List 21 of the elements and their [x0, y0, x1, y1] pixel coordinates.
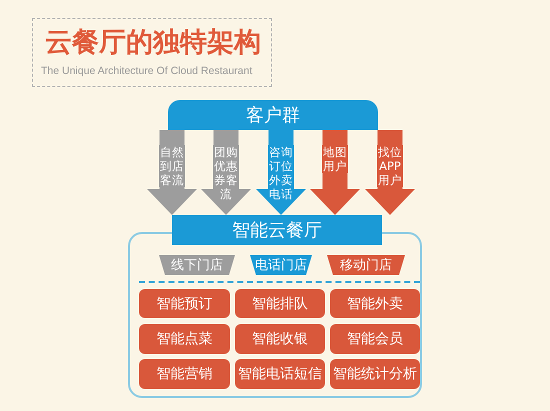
title: 云餐厅的独特架构	[45, 26, 261, 60]
edge-label: 咨询订位外卖电话	[268, 145, 294, 201]
store-tag: 电话门店	[250, 255, 312, 275]
heading-bar: 客户群	[168, 100, 378, 130]
function-box: 智能预订	[139, 289, 230, 318]
subtitle: The Unique Architecture Of Cloud Restaurant	[41, 64, 252, 78]
store-tag: 移动门店	[327, 255, 405, 275]
function-box: 智能点菜	[139, 324, 230, 354]
edge-label: 地图用户	[322, 145, 348, 173]
function-box: 智能电话短信	[235, 359, 325, 389]
function-box: 智能统计分析	[330, 359, 420, 389]
edge-label: 团购优惠券客流	[213, 145, 239, 201]
function-box: 智能会员	[330, 324, 420, 354]
store-tag: 线下门店	[159, 255, 235, 275]
edge-label: 找位APP用户	[377, 145, 403, 187]
heading-bar: 智能云餐厅	[172, 215, 382, 245]
function-box: 智能收银	[235, 324, 325, 354]
function-box: 智能营销	[139, 359, 230, 389]
function-box: 智能排队	[235, 289, 325, 318]
function-box: 智能外卖	[330, 289, 420, 318]
edge-label: 自然到店客流	[159, 145, 185, 187]
